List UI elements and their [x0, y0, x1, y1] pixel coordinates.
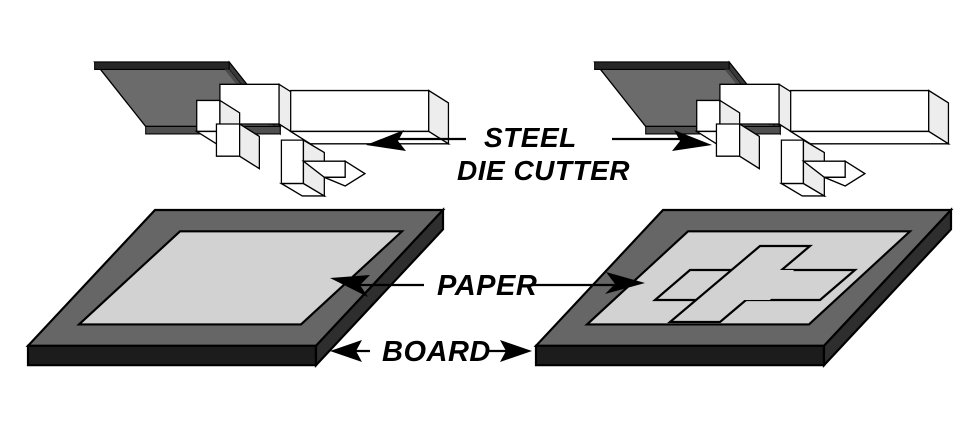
paper-label: PAPER [437, 270, 537, 302]
paper-cut-pattern [652, 244, 858, 324]
paper-leader-right [533, 272, 645, 294]
board-right[interactable] [534, 208, 953, 367]
paper-leader-left [330, 275, 424, 297]
die-cutter-label: DIE CUTTER [457, 155, 630, 186]
board-leader-right [487, 340, 532, 362]
steel-die-cutter-leader-left [366, 130, 466, 151]
steel-die-cutter-leader-right [612, 130, 712, 151]
steel-die-cutter-right[interactable] [593, 61, 950, 197]
steel-die-cutter-left[interactable] [93, 61, 450, 197]
board-label: BOARD [382, 336, 491, 368]
steel-label: STEEL [484, 122, 577, 153]
board-leader-left [330, 340, 370, 362]
board-left[interactable] [26, 208, 445, 367]
